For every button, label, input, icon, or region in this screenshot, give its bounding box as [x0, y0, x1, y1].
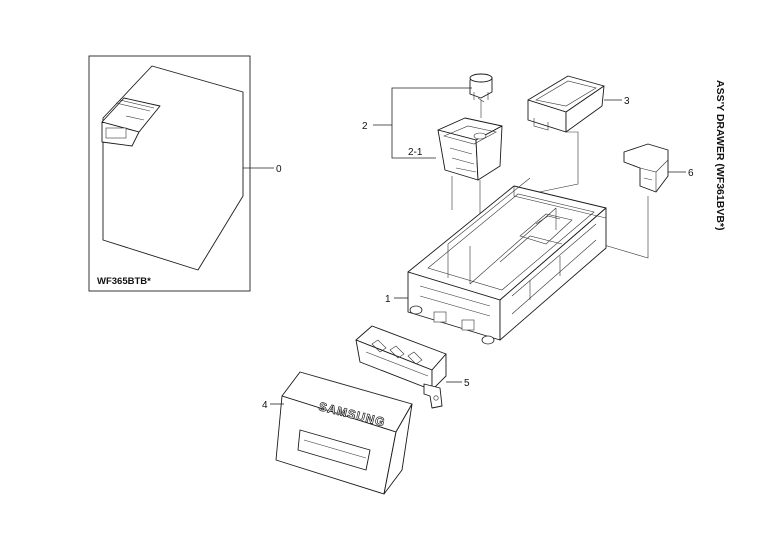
callout-4: 4 — [262, 400, 268, 411]
part-2-1-softener-cup — [437, 117, 503, 181]
inset-model-label: WF365BTB* — [97, 276, 151, 287]
callout-3: 3 — [624, 96, 630, 107]
diagram-title: ASS'Y DRAWER (WF361BVB*) — [714, 80, 726, 231]
callout-1: 1 — [385, 294, 391, 305]
part-2-cap — [469, 73, 493, 103]
callout-5: 5 — [464, 378, 470, 389]
inset-panel: WF365BTB* — [88, 55, 251, 292]
part-1-drawer-housing — [407, 177, 607, 345]
callout-2: 2 — [362, 121, 368, 132]
callout-6: 6 — [688, 168, 694, 179]
washer-panel-illustration — [102, 65, 244, 271]
callout-2-1: 2-1 — [408, 147, 423, 158]
callout-0: 0 — [276, 164, 282, 175]
part-5-bracket — [355, 325, 447, 409]
part-4-drawer-panel: SAMSUNG — [275, 371, 413, 495]
part-6-clip — [623, 143, 669, 193]
part-3-tray — [527, 75, 605, 133]
